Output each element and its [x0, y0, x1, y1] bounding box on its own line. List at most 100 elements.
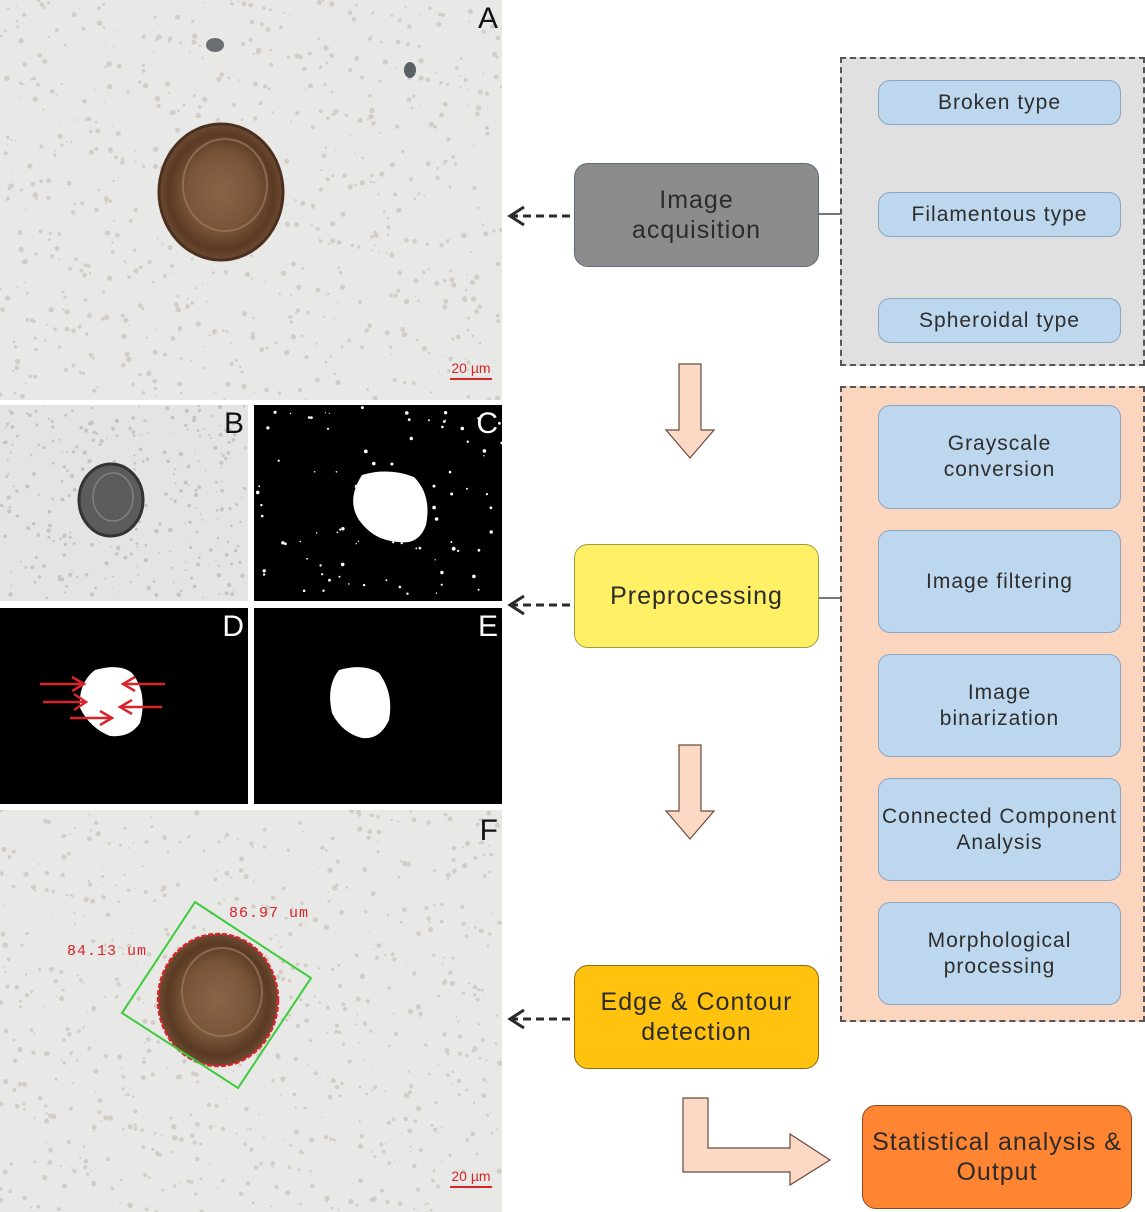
speckle	[72, 451, 75, 454]
speckle	[7, 77, 10, 79]
speckle	[201, 57, 204, 60]
speckle	[171, 1124, 177, 1130]
speckle	[15, 358, 21, 365]
speckle	[418, 75, 424, 81]
speckle	[70, 140, 73, 144]
speckle	[289, 910, 294, 915]
speckle	[425, 161, 431, 167]
speckle	[415, 338, 419, 342]
speckle	[271, 1166, 274, 1169]
speckle	[489, 506, 493, 510]
speckle	[95, 128, 101, 134]
speckle	[474, 309, 479, 314]
speckle	[285, 221, 290, 227]
speckle	[44, 1118, 49, 1124]
speckle	[62, 834, 67, 838]
speckle	[101, 895, 106, 900]
speckle	[336, 531, 339, 534]
speckle	[472, 574, 476, 579]
micrograph-c-image	[254, 405, 502, 601]
speckle	[386, 914, 390, 917]
speckle	[203, 345, 206, 348]
speckle	[143, 558, 148, 563]
speckle	[466, 328, 470, 332]
speckle	[157, 1152, 162, 1157]
speckle	[74, 257, 78, 262]
speckle	[298, 1150, 303, 1154]
speckle	[443, 812, 448, 817]
speckle	[2, 1169, 8, 1175]
speckle	[495, 822, 501, 828]
speckle	[477, 304, 482, 309]
speckle	[90, 898, 96, 904]
speckle	[11, 884, 16, 889]
speckle	[224, 552, 229, 557]
speckle	[393, 293, 398, 298]
speckle	[161, 243, 164, 246]
speckle	[357, 540, 360, 542]
speckle	[243, 874, 249, 879]
speckle	[23, 1108, 26, 1111]
speckle	[316, 0, 322, 6]
speckle	[465, 1053, 469, 1058]
speckle	[110, 1186, 114, 1191]
speckle	[368, 94, 372, 98]
speckle	[52, 916, 54, 918]
speckle	[214, 480, 218, 484]
speckle	[219, 460, 224, 465]
speckle	[130, 581, 132, 583]
speckle	[475, 105, 482, 111]
speckle	[358, 1178, 363, 1184]
speckle	[104, 314, 110, 320]
speckle	[423, 1203, 426, 1206]
micrograph-d-image	[0, 608, 248, 804]
speckle	[378, 131, 381, 134]
speckle	[82, 1026, 85, 1029]
speckle	[360, 345, 365, 350]
speckle	[248, 1127, 252, 1131]
step-image-binarization: Image binarization	[878, 654, 1121, 757]
speckle	[418, 58, 424, 64]
speckle	[230, 2, 234, 6]
speckle	[329, 1137, 333, 1141]
speckle	[243, 1142, 247, 1146]
speckle	[262, 827, 267, 832]
speckle	[395, 39, 401, 45]
speckle	[183, 480, 188, 485]
speckle	[94, 146, 99, 151]
speckle	[334, 149, 337, 151]
speckle	[321, 153, 327, 159]
speckle	[318, 109, 323, 114]
speckle	[29, 1206, 33, 1209]
speckle	[388, 247, 391, 249]
speckle	[225, 330, 228, 333]
speckle	[432, 505, 436, 510]
speckle	[231, 438, 236, 442]
speckle	[194, 488, 198, 492]
speckle	[355, 3, 358, 7]
speckle	[10, 425, 15, 429]
speckle	[470, 1131, 476, 1137]
speckle	[376, 850, 380, 854]
speckle	[280, 270, 287, 277]
speckle	[169, 550, 172, 553]
speckle	[103, 1115, 109, 1121]
speckle	[225, 832, 230, 838]
speckle	[342, 1007, 348, 1012]
speckle	[466, 88, 469, 90]
speckle	[60, 143, 64, 147]
speckle	[472, 1101, 476, 1105]
speckle	[302, 589, 306, 593]
speckle	[0, 871, 4, 876]
speckle	[191, 39, 197, 45]
speckle	[363, 449, 368, 454]
speckle	[240, 370, 244, 374]
speckle	[334, 1023, 340, 1028]
speckle	[164, 927, 169, 932]
speckle	[456, 1078, 462, 1084]
speckle	[496, 1168, 502, 1174]
speckle	[153, 386, 158, 391]
speckle	[32, 192, 39, 198]
speckle	[486, 1113, 490, 1117]
speckle	[494, 1041, 498, 1045]
